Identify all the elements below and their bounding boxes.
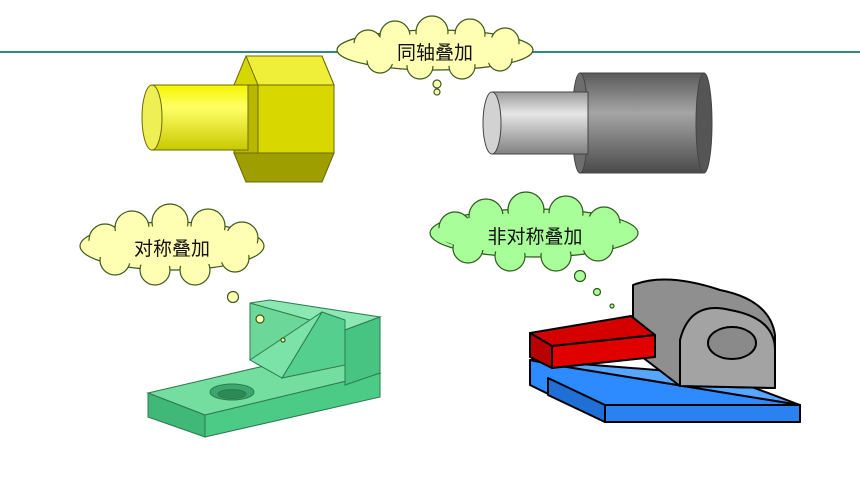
symmetric-label: 对称叠加 bbox=[133, 238, 210, 260]
coaxial-callout-cloud bbox=[336, 15, 534, 96]
symmetric-callout-cloud bbox=[79, 203, 286, 343]
symmetric-bracket-part bbox=[146, 299, 382, 438]
coaxial-hex-part bbox=[141, 55, 335, 183]
asymmetric-assembly-part bbox=[529, 278, 801, 423]
coaxial-label: 同轴叠加 bbox=[396, 42, 473, 64]
asymmetric-label: 非对称叠加 bbox=[487, 226, 583, 248]
coaxial-cylinder-part bbox=[482, 72, 713, 174]
asymmetric-callout-cloud bbox=[429, 191, 639, 309]
